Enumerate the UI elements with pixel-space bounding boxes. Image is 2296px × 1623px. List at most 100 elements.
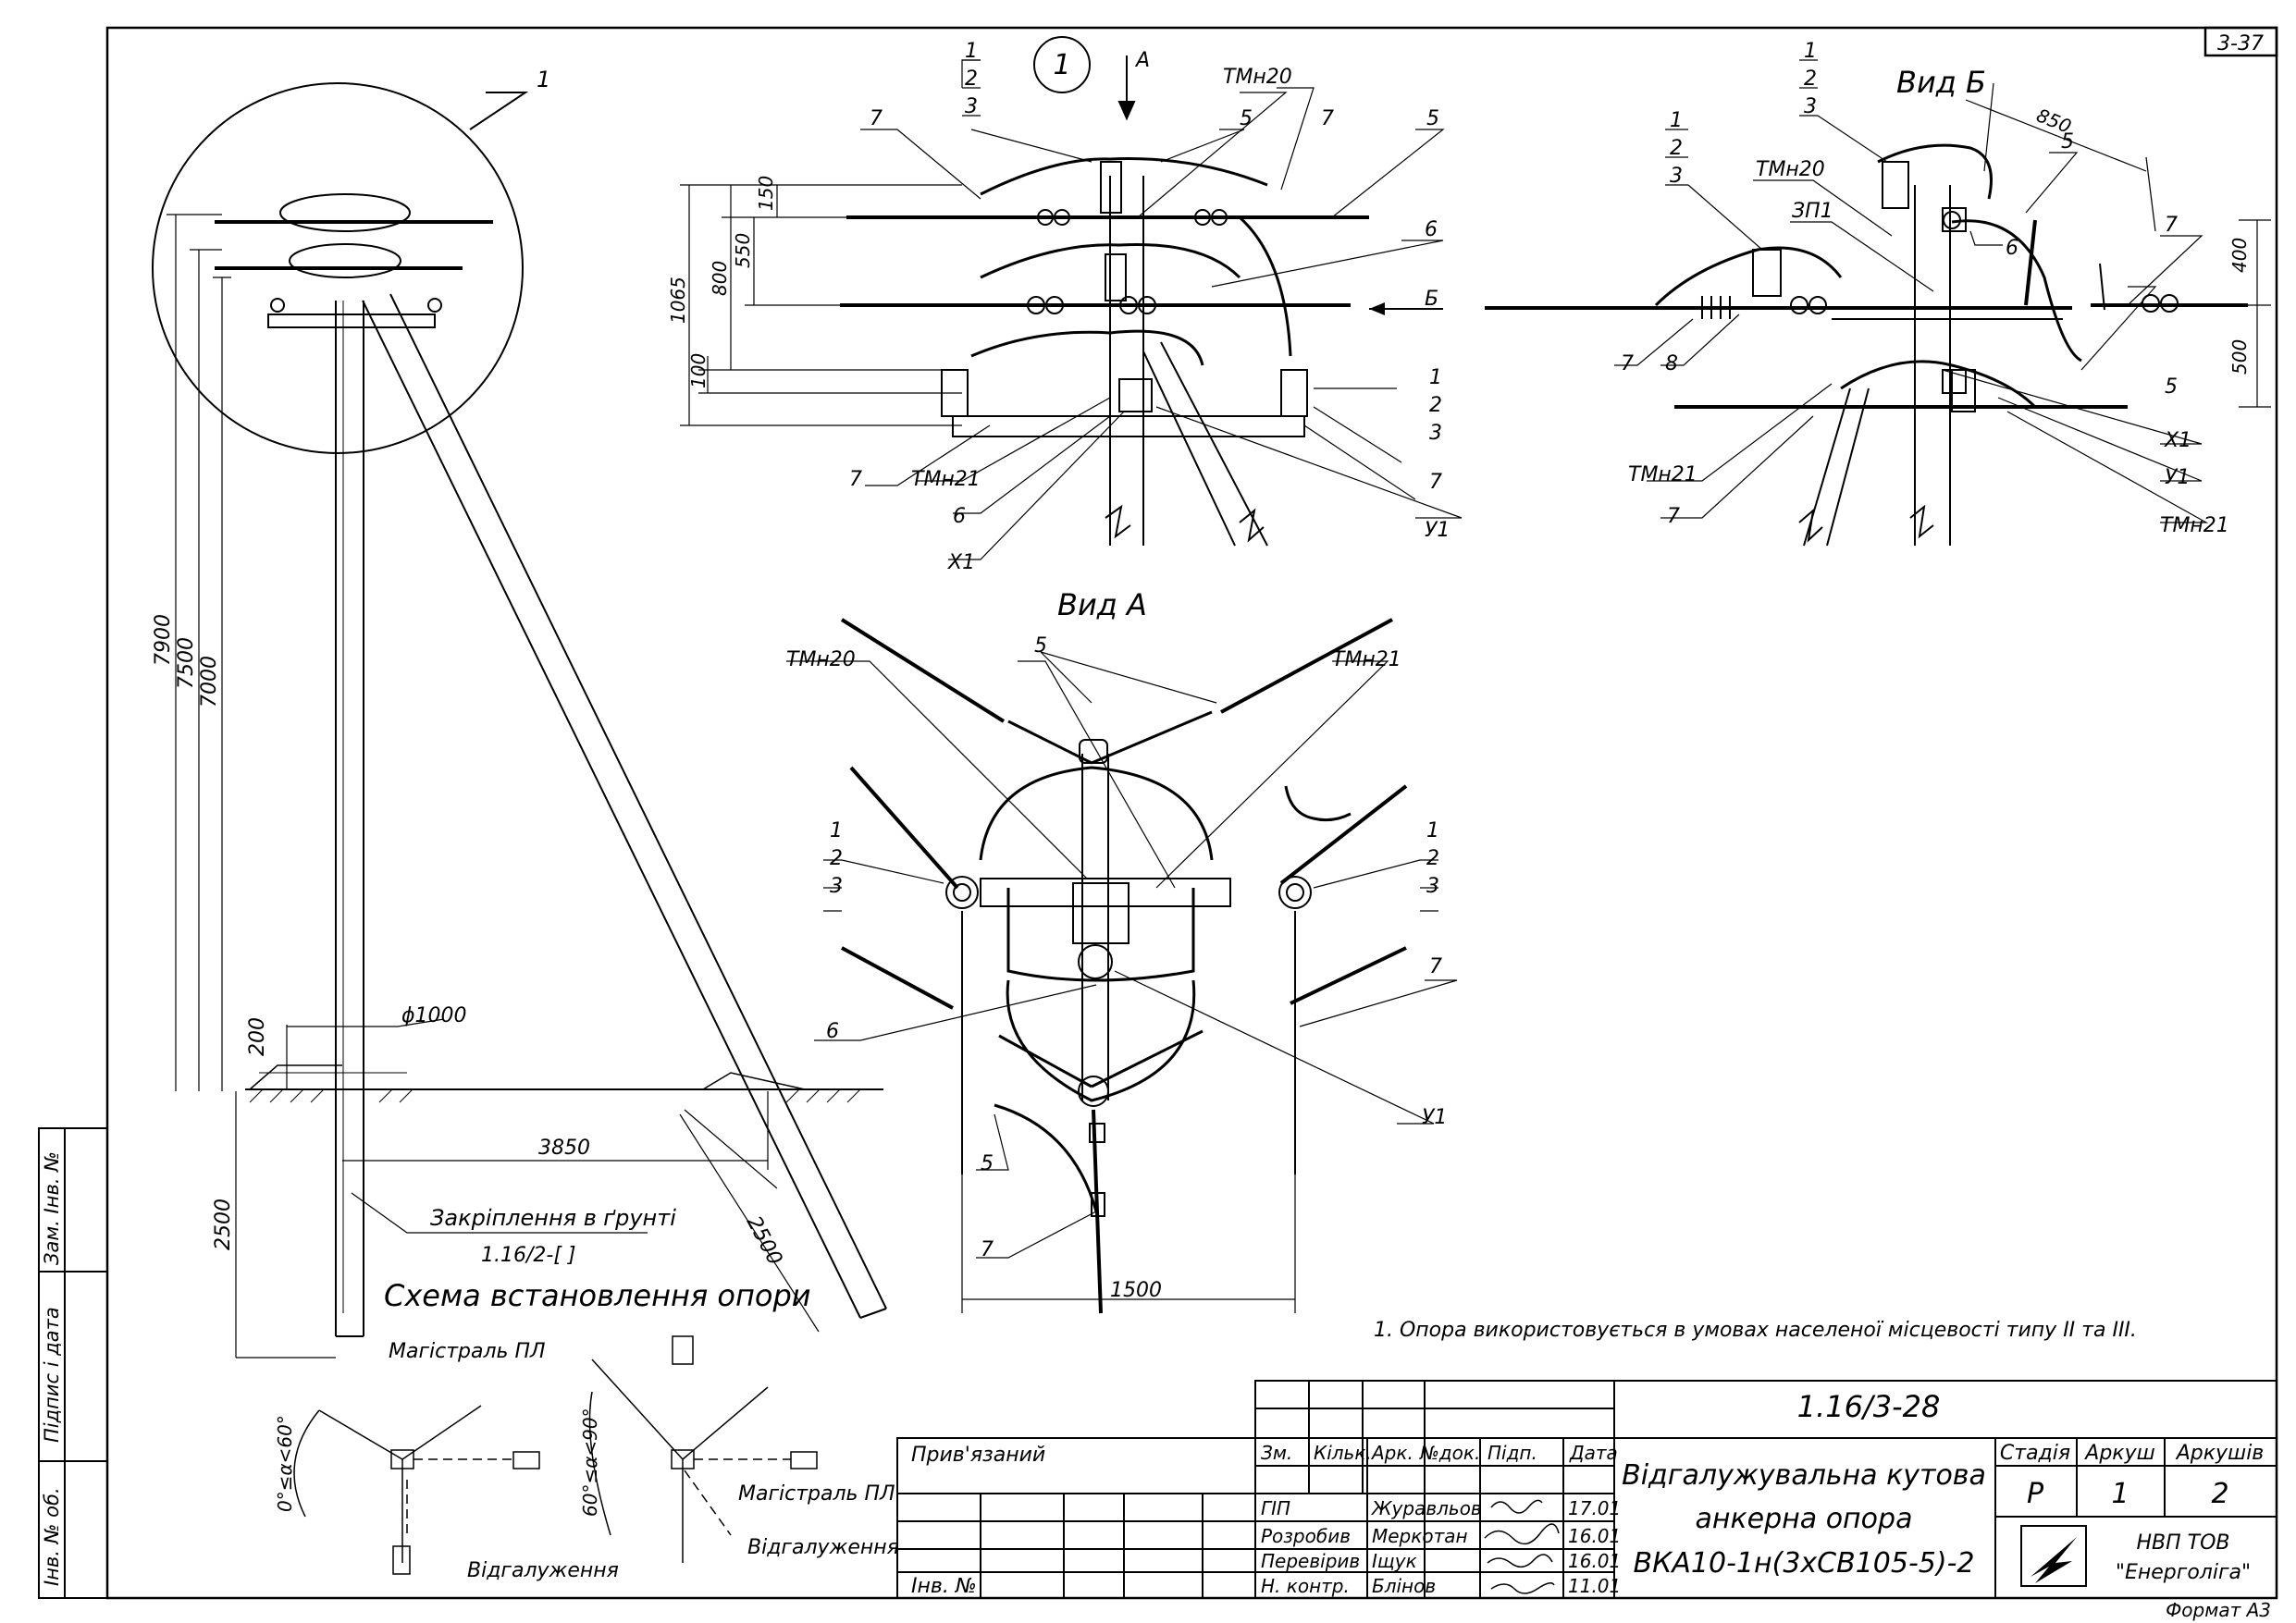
side-stamp-inv-orig: Інв. № об. [41,1487,63,1586]
d1-tmn20: ТМн20 [1223,66,1292,89]
side-stamp [38,1127,108,1599]
title-block-logo [2020,1525,2087,1587]
d1-c7a: 7 [870,107,883,130]
tb-role-gip: ГІП [1261,1497,1290,1519]
view-a-leaders [786,651,1458,1259]
view-b-title: Вид Б [1896,65,1986,100]
tb-role-perevirev: Перевірив [1261,1550,1360,1572]
vb-zp1: ЗП1 [1792,200,1833,223]
dim-3850: 3850 [538,1137,590,1160]
doc-number: 1.16/3-28 [1797,1389,1941,1424]
pole-elevation [152,82,887,1337]
d1-c7b: 7 [1321,107,1334,130]
vb-tmn21: ТМн21 [1628,463,1697,486]
tb-col-dok: №док. [1419,1442,1480,1464]
scheme-angle-left: 0°≤α<60° [274,1415,296,1512]
view-b [1485,143,2248,547]
scheme-title: Схема встановлення опори [384,1278,811,1313]
va-c1b: 1 [1426,819,1439,842]
vb-tmn20: ТМн20 [1756,158,1825,181]
dim-7500: 7500 [175,637,198,689]
sheet-code: 3-37 [2217,32,2264,55]
vb-c1: 1 [1804,40,1817,63]
va-c7a: 7 [1429,955,1442,978]
detail-1-id: 1 [1053,49,1070,81]
d1-u1: У1 [1425,519,1450,542]
tb-date-4: 11.01 [1568,1575,1621,1597]
detail-1-dimensions [680,184,999,426]
detail-1-arrow-b [1369,302,1443,315]
va-u1: У1 [1422,1106,1447,1129]
vb-c5a: 5 [2061,130,2074,154]
d1-c6: 6 [1425,218,1438,241]
view-a [840,618,1408,1314]
dim-800: 800 [709,261,731,296]
tb-role-razrobyv: Розробив [1261,1525,1351,1547]
scheme-branch-right: Відгалуження [747,1536,899,1559]
scheme-diagrams [293,1335,818,1575]
anchoring-code: 1.16/2-[ ] [481,1244,576,1267]
tb-sheets-label: Аркушів [2175,1442,2265,1465]
tb-company-1: НВП ТОВ [2136,1531,2229,1555]
tb-company-2: "Енерголіга" [2116,1561,2251,1584]
tb-title-2: анкерна опора [1696,1503,1913,1535]
dim-100: 100 [687,353,710,388]
vb-x1: Х1 [2164,429,2191,452]
tb-sheet-value: 1 [2111,1478,2129,1510]
vb-c5b: 5 [2165,375,2178,399]
va-c3b: 3 [1426,875,1439,898]
d1-c2: 2 [965,68,978,91]
tb-name-4: Блінов [1372,1575,1436,1597]
vb-tmn21b: ТМн21 [2160,514,2229,537]
vb-c7c: 7 [1667,505,1680,528]
va-c5b: 5 [981,1152,994,1175]
tb-title-3: ВКА10-1н(3хСВ105-5)-2 [1634,1547,1975,1580]
d1-x1: Х1 [947,551,975,574]
dim-2500: 2500 [212,1199,235,1250]
tb-inv-no: Інв. № [911,1575,977,1598]
va-c7b: 7 [981,1238,994,1261]
tb-col-kilk: Кільк. [1314,1442,1372,1464]
tb-name-3: Іщук [1372,1550,1417,1572]
view-a-arrow-label: А [1134,49,1150,72]
d1-c5b: 5 [1426,107,1439,130]
tb-privyazaniy: Прив'язаний [911,1444,1045,1467]
va-c3: 3 [830,875,843,898]
d1-c5a: 5 [1240,107,1253,130]
dim-200: 200 [246,1017,269,1056]
tb-date-1: 17.01 [1568,1497,1621,1519]
scheme-trunk-right: Магістраль ПЛ [738,1482,895,1506]
callout-1-pole: 1 [537,67,550,92]
d1-c6b: 6 [953,505,966,528]
tb-col-ark: Арк. [1370,1442,1413,1464]
vb-c2b: 2 [1670,137,1683,160]
tb-col-pidp: Підп. [1487,1442,1537,1464]
va-c1: 1 [830,819,843,842]
view-b-arrow-label: Б [1425,288,1438,311]
vb-c1b: 1 [1670,109,1683,132]
d1-c7c: 7 [1429,471,1442,494]
tb-date-2: 16.01 [1568,1525,1621,1547]
dim-2500-strut: 2500 [742,1212,786,1269]
d1-tmn21: ТМн21 [911,468,981,491]
tb-title-1: Відгалужувальна кутова [1622,1459,1986,1492]
tb-stage-label: Стадія [2000,1442,2070,1465]
d1-c3: 3 [965,95,978,118]
detail-1-leaders [860,59,1463,560]
view-a-title: Вид А [1057,587,1147,622]
scheme-angle-right: 60°≤α<90° [579,1408,601,1517]
d1-c3b: 3 [1429,422,1442,445]
dim-150: 150 [755,176,777,211]
dim-1065: 1065 [667,277,689,324]
tb-col-data: Дата [1569,1442,1618,1464]
va-c2b: 2 [1426,847,1439,870]
side-stamp-inv-sub: Зам. Інв. № [41,1151,63,1265]
va-c5a: 5 [1034,634,1047,658]
vb-c7b: 7 [1621,352,1634,375]
dim-7000: 7000 [198,656,221,707]
tb-name-1: Журавльов [1370,1497,1482,1519]
d1-c7d: 7 [849,468,862,491]
dim-500: 500 [2228,339,2251,375]
vb-c2: 2 [1804,68,1817,91]
